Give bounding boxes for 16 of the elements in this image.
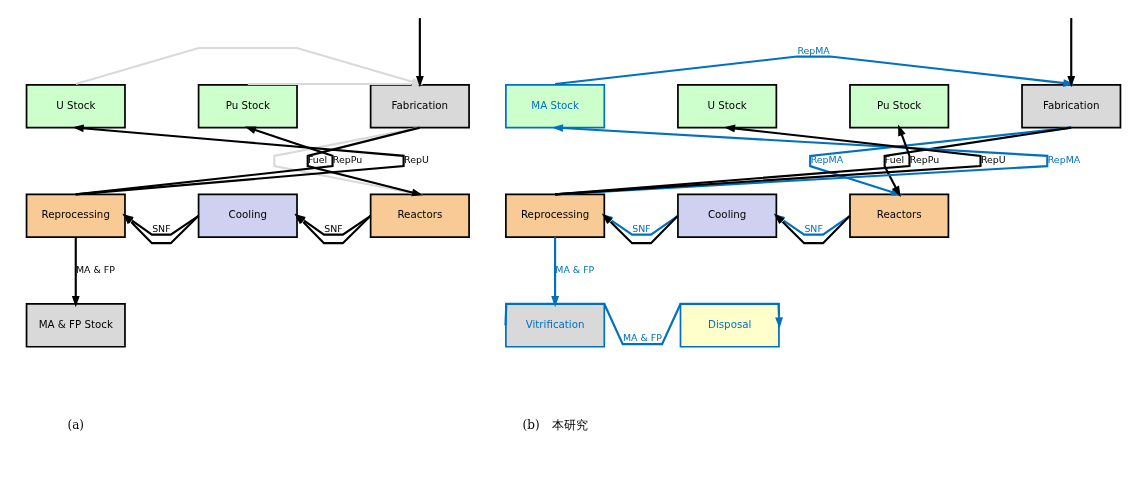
edge-label: SNF (632, 222, 651, 234)
edge-label: MA & FP (555, 263, 595, 275)
edge-label: Fuel (307, 153, 328, 165)
edge-label: RepMA (1047, 153, 1081, 165)
label: (b) 本研究 (522, 417, 588, 432)
edge-label: MA & FP (622, 331, 662, 343)
edge-label: SNF (804, 222, 823, 234)
edge-label: SNF (152, 222, 171, 234)
edge-label: RepMA (797, 44, 830, 56)
edge-label: SNF (324, 222, 343, 234)
label: (a) (67, 417, 84, 432)
edge-label: RepU (980, 153, 1006, 165)
edge-label: RepMA (810, 153, 844, 165)
edge-label: MA & FP (75, 263, 115, 275)
edge-label: RepPu (909, 153, 940, 165)
edge-label: RepU (404, 153, 429, 165)
